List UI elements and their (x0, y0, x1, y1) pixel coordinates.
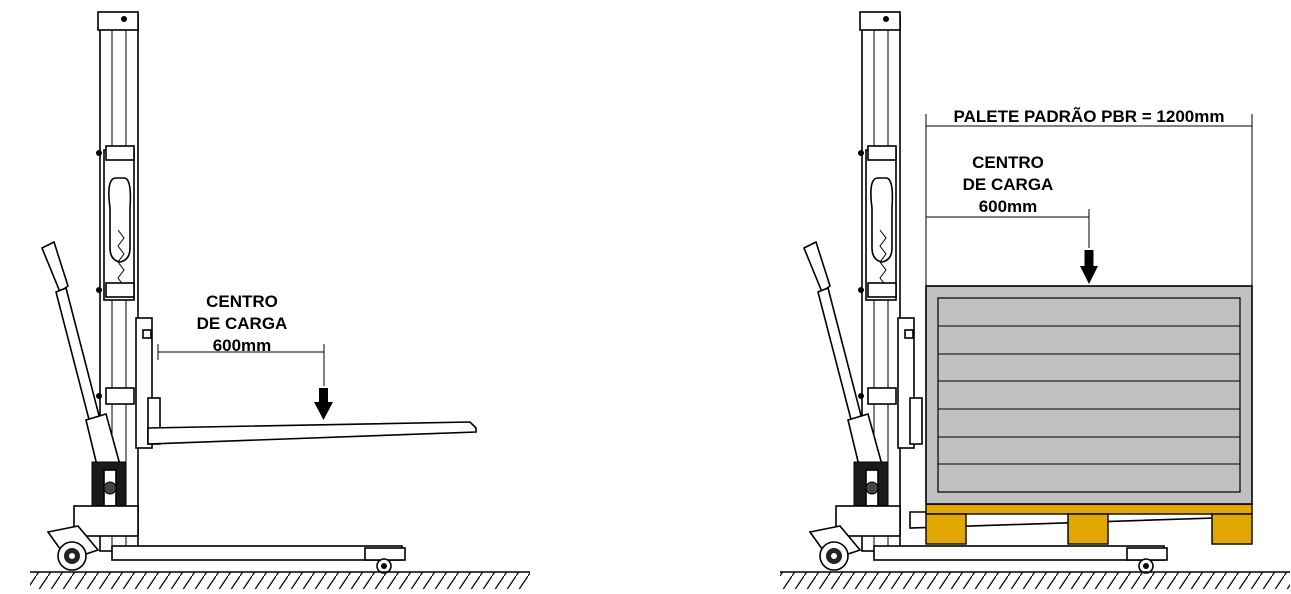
pallet-label: PALETE PADRÃO PBR = 1200mm (954, 106, 1225, 126)
right-label-line3: 600mm (979, 197, 1038, 216)
left-fork (147, 421, 477, 445)
left-label-line2: DE CARGA (197, 314, 288, 333)
right-stacker-diagram: PALETE PADRÃO PBR = 1200mm CENTRO DE CAR… (780, 11, 1290, 590)
right-label-line2: DE CARGA (963, 175, 1054, 194)
right-load-arrow (1080, 250, 1098, 284)
right-load (925, 285, 1253, 505)
pallet-block-left (925, 513, 967, 545)
load-layers (938, 325, 1240, 465)
left-load-arrow (314, 388, 333, 420)
left-label-line3: 600mm (213, 336, 272, 355)
right-pallet (925, 503, 1253, 545)
load-box (925, 285, 1253, 505)
right-ground-hatch (780, 572, 1290, 590)
right-label-line1: CENTRO (972, 153, 1044, 172)
pallet-block-right (1211, 513, 1253, 545)
left-ground-hatch (30, 572, 530, 590)
load-inner-frame (937, 297, 1241, 493)
left-label-line1: CENTRO (206, 292, 278, 311)
left-stacker-diagram: CENTRO DE CARGA 600mm (30, 11, 530, 590)
pallet-top-board (925, 503, 1253, 515)
pallet-block-center (1067, 513, 1109, 545)
